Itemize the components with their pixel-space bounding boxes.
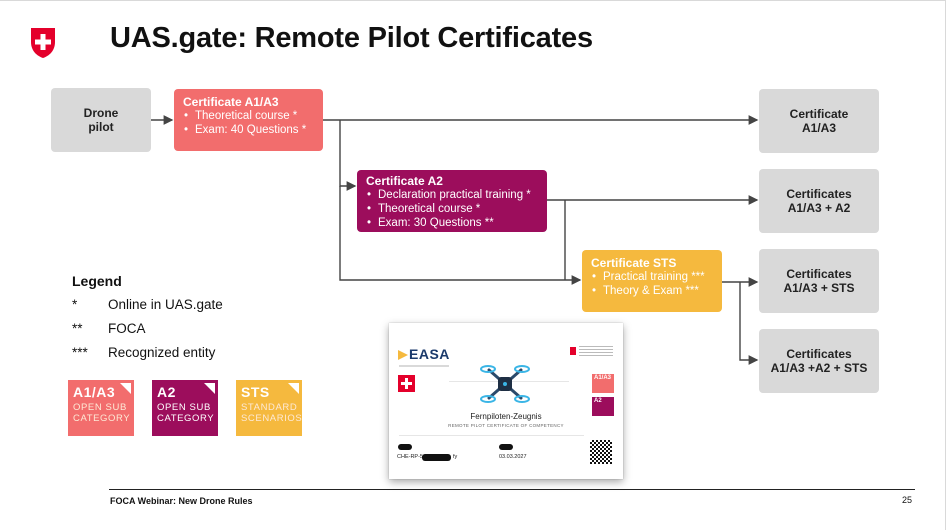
- legend-row: *** Recognized entity: [72, 345, 215, 360]
- slide-top-border: [0, 0, 946, 1]
- category-tile-a2: A2 OPEN SUB CATEGORY: [152, 380, 218, 436]
- legend-text: FOCA: [108, 321, 146, 336]
- redacted-name-2: [499, 444, 513, 450]
- drone-pilot-node: Drone pilot: [51, 88, 151, 152]
- tile-label: A1/A3: [73, 384, 116, 400]
- certificate-a2-item: Exam: 30 Questions **: [366, 216, 538, 230]
- drone-pilot-line1: Drone: [83, 106, 119, 120]
- outcome-line1: Certificates: [786, 267, 852, 281]
- certificate-expiry-date: 03.03.2027: [499, 454, 527, 460]
- arrow-sts-to-outcome4: [739, 282, 759, 365]
- certificate-sts-title: Certificate STS: [591, 256, 677, 270]
- mini-tile-a1a3: A1/A3: [592, 374, 614, 393]
- swiss-shield-logo-icon: [31, 28, 55, 58]
- card-rule: [399, 435, 584, 436]
- footer-divider: [109, 489, 915, 490]
- outcome-line1: Certificates: [786, 347, 852, 361]
- certificate-subheading: REMOTE PILOT CERTIFICATE OF COMPETENCY: [448, 423, 564, 428]
- easa-logo: EASA: [398, 346, 450, 362]
- legend-title: Legend: [72, 273, 122, 289]
- page-title: UAS.gate: Remote Pilot Certificates: [110, 22, 593, 54]
- certificate-a2-title: Certificate A2: [366, 174, 443, 188]
- legend-text: Recognized entity: [108, 345, 216, 360]
- tile-sublabel-1: STANDARD: [241, 402, 298, 413]
- page-fold-icon: [120, 383, 131, 394]
- certificate-a1a3-item: Theoretical course *: [183, 109, 314, 123]
- outcome-line1: Certificates: [786, 187, 852, 201]
- tile-sublabel-1: OPEN SUB: [73, 402, 127, 413]
- swiss-mini-logo-icon: [570, 347, 576, 355]
- legend-row: * Online in UAS.gate: [72, 297, 223, 312]
- swiss-flag-icon: [398, 375, 415, 392]
- certificate-a2-item: Declaration practical training *: [366, 188, 538, 202]
- easa-underline: [399, 365, 449, 367]
- tile-sublabel-2: CATEGORY: [73, 413, 131, 424]
- outcome-line1: Certificate: [789, 107, 849, 121]
- outcome-line2: A1/A3 + A2: [787, 201, 851, 215]
- easa-brand: EASA: [409, 346, 450, 362]
- page-number: 25: [902, 495, 913, 505]
- arrow-a1a3-to-sts: [339, 186, 582, 285]
- qr-code-icon: [590, 440, 612, 464]
- outcome-a1a3-node: Certificate A1/A3: [759, 89, 879, 153]
- tile-sublabel-1: OPEN SUB: [157, 402, 211, 413]
- outcome-a1a3-a2-sts-node: Certificates A1/A3 +A2 + STS: [759, 329, 879, 393]
- tile-sublabel-2: SCENARIOS: [241, 413, 303, 424]
- certificate-a1a3-title: Certificate A1/A3: [183, 95, 279, 109]
- tile-label: A2: [157, 384, 176, 400]
- outcome-line2: A1/A3: [801, 121, 836, 135]
- legend-row: ** FOCA: [72, 321, 146, 336]
- certificate-number-suffix: fy: [453, 454, 458, 460]
- legend-symbol: *: [72, 297, 78, 312]
- outcome-line2: A1/A3 +A2 + STS: [770, 361, 868, 375]
- certificate-a1a3-node: Certificate A1/A3 Theoretical course * E…: [174, 89, 323, 151]
- outcome-line2: A1/A3 + STS: [783, 281, 855, 295]
- certificate-number-prefix: CHE-RP-5: [397, 454, 423, 460]
- authority-text-lines: [579, 346, 613, 358]
- redacted-number: [422, 454, 451, 461]
- legend-symbol: **: [72, 321, 83, 336]
- outcome-a1a3-a2-node: Certificates A1/A3 + A2: [759, 169, 879, 233]
- certificate-sts-item: Practical training ***: [591, 270, 713, 284]
- tile-label: STS: [241, 384, 270, 400]
- certificate-sts-node: Certificate STS Practical training *** T…: [582, 250, 722, 312]
- outcome-a1a3-sts-node: Certificates A1/A3 + STS: [759, 249, 879, 313]
- legend-symbol: ***: [72, 345, 88, 360]
- category-tile-a1a3: A1/A3 OPEN SUB CATEGORY: [68, 380, 134, 436]
- arrow-a1a3-to-a2: [339, 120, 357, 191]
- easa-triangle-icon: [398, 350, 408, 361]
- certificate-card-image: EASA A1/A3 A2 Fernpiloten-Zeugnis REMOTE…: [389, 323, 623, 479]
- redacted-name: [398, 444, 412, 450]
- page-fold-icon: [204, 383, 215, 394]
- certificate-sts-item: Theory & Exam ***: [591, 284, 713, 298]
- footer-text: FOCA Webinar: New Drone Rules: [110, 496, 253, 506]
- drone-icon: [480, 365, 530, 403]
- mini-tile-a2: A2: [592, 397, 614, 416]
- certificate-heading: Fernpiloten-Zeugnis: [470, 412, 542, 421]
- certificate-a2-node: Certificate A2 Declaration practical tra…: [357, 170, 547, 232]
- tile-sublabel-2: CATEGORY: [157, 413, 215, 424]
- drone-pilot-line2: pilot: [88, 120, 114, 134]
- certificate-a2-item: Theoretical course *: [366, 202, 538, 216]
- page-fold-icon: [288, 383, 299, 394]
- legend-text: Online in UAS.gate: [108, 297, 223, 312]
- certificate-a1a3-item: Exam: 40 Questions *: [183, 123, 314, 137]
- category-tile-sts: STS STANDARD SCENARIOS: [236, 380, 302, 436]
